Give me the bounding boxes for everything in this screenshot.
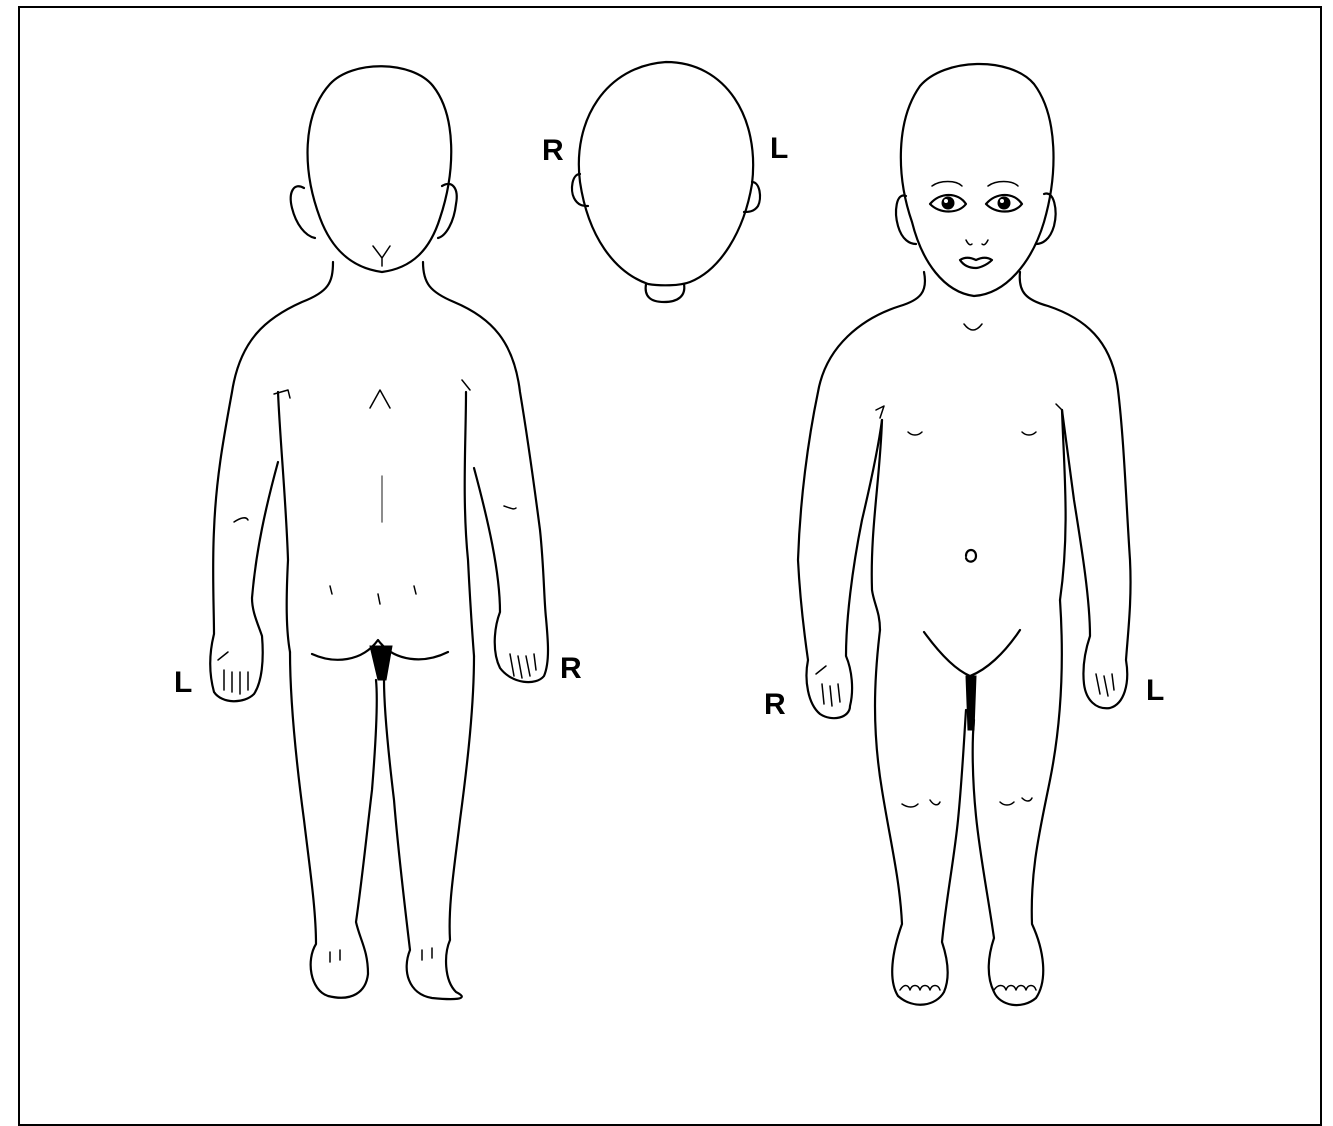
front-view-left-hand-detail [1096,674,1114,696]
front-view-right-pupil [942,197,954,209]
front-view-right-brow [932,182,962,187]
front-view-left-nipple [1022,432,1036,435]
back-view-neck-spine-mark [370,390,390,408]
front-view-left-label: L [1146,676,1164,706]
front-view-eyes [930,182,1022,212]
back-view-left-hand-detail [218,652,248,694]
front-view-right-label: R [764,690,786,720]
front-view-groin-line [924,630,1020,676]
front-view-figure [798,64,1131,1005]
back-view-left-elbow-mark [234,518,248,522]
head-top-view [572,62,760,302]
back-view-figure [210,66,548,999]
back-view-right-label: R [560,654,582,684]
back-view-right-armpit-mark [462,380,470,390]
front-view-right-leg [875,630,966,1005]
back-view-right-elbow-mark [504,506,516,509]
front-view-left-brow [988,182,1018,187]
head-top-right-label: R [542,136,564,166]
back-view-torso-side-right [465,392,474,656]
back-view-right-leg [384,656,474,999]
front-view-left-knee-mark [1000,802,1014,805]
front-view-left-highlight [1000,199,1004,203]
front-view-right-nipple [908,432,922,435]
back-view-torso-outline-right [423,262,548,682]
back-view-left-label: L [174,668,192,698]
back-view-left-foot-detail [330,950,340,962]
back-view-gluteal-fold [370,646,392,680]
head-top-outline [579,62,753,285]
front-view-head [901,64,1054,296]
front-view-left-knee-mark-2 [1022,798,1032,801]
back-view-torso-side-left [278,392,290,652]
front-view-left-leg [973,600,1062,1005]
front-view-torso-outline-left [1020,272,1131,708]
front-view-right-hand-detail [816,666,840,706]
back-view-torso-outline [210,262,333,701]
front-view-left-armpit-mark [1056,404,1062,410]
back-view-crease-mark-3 [414,586,416,594]
back-view-crease-mark-2 [330,586,332,594]
back-view-left-leg [290,652,377,998]
front-view-right-armpit-mark [876,406,884,418]
front-view-navel [966,550,976,562]
front-view-nose [966,240,988,245]
front-view-left-toes [994,986,1036,991]
back-view-right-foot-detail [422,948,432,960]
front-view-right-highlight [944,199,948,203]
front-view-right-knee-mark [902,804,918,807]
front-view-collarbone-mark [964,324,982,330]
head-top-nose [646,284,685,302]
back-view-head [308,66,452,272]
back-view-left-ear [291,186,315,238]
front-view-torso-outline-right [798,272,925,718]
front-view-left-pupil [998,197,1010,209]
front-view-mouth [960,258,992,268]
front-view-right-toes [900,986,940,991]
back-view-left-armpit-mark [274,390,290,398]
head-top-left-label: L [770,134,788,164]
back-view-right-hand-detail [510,654,536,678]
front-view-right-knee-mark-2 [930,800,940,805]
back-view-neck-mark [373,246,390,266]
back-view-crease-mark-1 [378,594,380,604]
